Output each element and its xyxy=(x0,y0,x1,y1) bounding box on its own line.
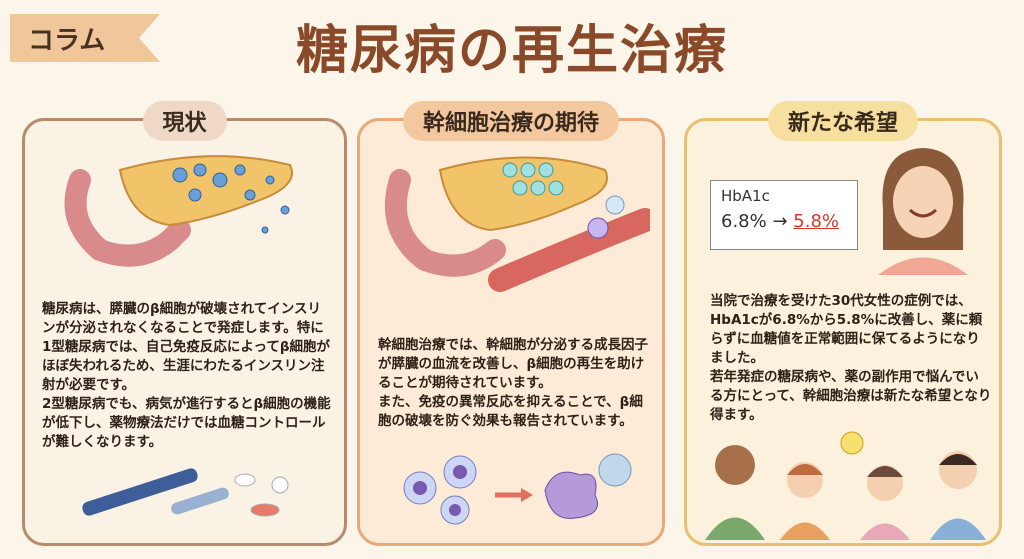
paragraph: 2型糖尿病でも、病気が進行するとβ細胞の機能が低下し、薬物療法だけでは血糖コント… xyxy=(42,396,331,450)
hba1c-after: 5.8% xyxy=(793,211,840,232)
paragraph: 幹細胞治療では、幹細胞が分泌する成長因子が膵臓の血流を改善し、β細胞の再生を助け… xyxy=(378,337,648,391)
page-title: 糖尿病の再生治療 xyxy=(295,20,728,81)
insulin-pen-illustration xyxy=(82,468,289,517)
pancreas-regeneration-illustration xyxy=(384,156,650,292)
card-stem-cell-text: 幹細胞治療では、幹細胞が分泌する成長因子が膵臓の血流を改善し、β細胞の再生を助け… xyxy=(378,336,653,431)
card-heading: 幹細胞治療の期待 xyxy=(402,101,620,141)
hba1c-before: 6.8% xyxy=(721,211,767,232)
paragraph: 当院で治療を受けた30代女性の症例では、HbA1cが6.8%から5.8%に改善し… xyxy=(710,293,983,366)
paragraph: また、免疫の異常反応を抑えることで、β細胞の破壊を防ぐ効果も報告されています。 xyxy=(378,394,643,429)
card-current-text: 糖尿病は、膵臓のβ細胞が破壊されてインスリンが分泌されなくなることで発症します。… xyxy=(42,300,332,452)
immune-cells-illustration xyxy=(403,453,632,525)
card-heading: 現状 xyxy=(142,101,227,141)
hba1c-values: 6.8% → 5.8% xyxy=(721,211,847,232)
paragraph: 若年発症の糖尿病や、薬の副作用で悩んでいる方にとって、幹細胞治療は新たな希望とな… xyxy=(710,369,992,423)
paragraph: 糖尿病は、膵臓のβ細胞が破壊されてインスリンが分泌されなくなることで発症します。… xyxy=(42,301,330,393)
pancreas-illustration xyxy=(64,155,293,267)
card-new-hope-text: 当院で治療を受けた30代女性の症例では、HbA1cが6.8%から5.8%に改善し… xyxy=(710,292,992,425)
hba1c-label: HbA1c xyxy=(721,187,770,205)
card-heading: 新たな希望 xyxy=(767,101,919,141)
arrow-icon: → xyxy=(772,211,788,232)
column-tag: コラム xyxy=(10,14,160,62)
woman-avatar xyxy=(878,148,968,275)
group-people-illustration xyxy=(705,431,986,540)
hba1c-box: HbA1c 6.8% → 5.8% xyxy=(710,180,858,250)
